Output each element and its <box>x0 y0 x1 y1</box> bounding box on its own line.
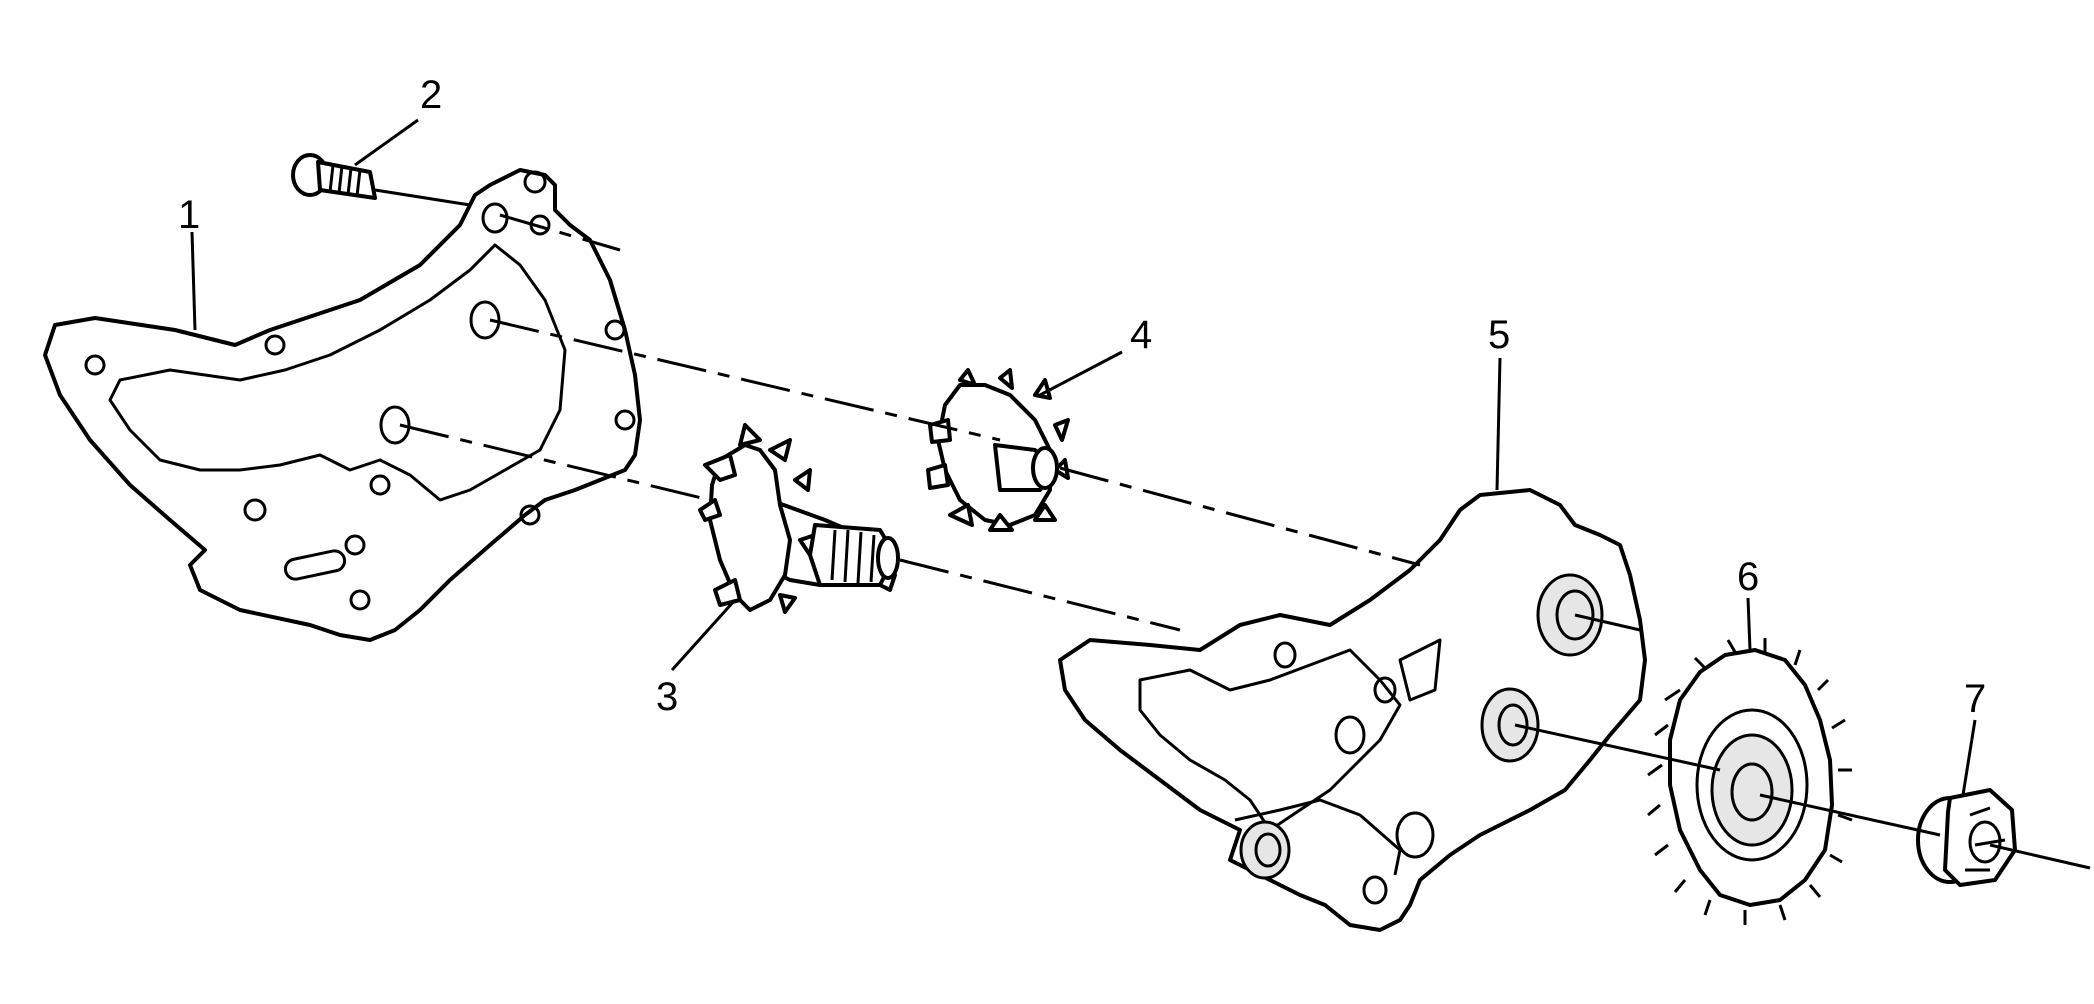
assembly-centerlines <box>374 188 2091 870</box>
callout-4: 4 <box>1130 313 1152 357</box>
part-3-drive-gear <box>698 423 900 614</box>
part-4-driven-gear <box>926 368 1070 532</box>
callout-2: 2 <box>420 73 442 117</box>
part-7-nut <box>1916 788 2017 887</box>
callout-5: 5 <box>1488 313 1510 357</box>
callout-1: 1 <box>178 193 200 237</box>
part-2-bolt <box>291 153 377 200</box>
callout-6: 6 <box>1737 555 1759 599</box>
callout-3: 3 <box>656 675 678 719</box>
part-5-pump-body <box>1058 488 1647 932</box>
part-1-cover-plate <box>43 168 642 642</box>
part-6-gear <box>1647 638 1853 925</box>
leader-lines <box>190 118 1977 796</box>
callout-7: 7 <box>1964 677 1986 721</box>
